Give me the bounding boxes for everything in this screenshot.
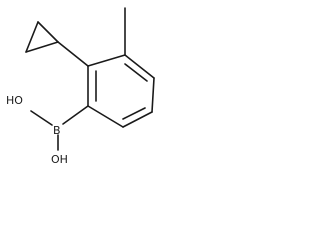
b-o-upper-bond bbox=[30, 110, 53, 126]
chemical-structure: B HO OH bbox=[6, 7, 155, 166]
cyclopropyl-bond-back bbox=[25, 21, 39, 53]
cyclopropyl-bond-left bbox=[25, 41, 59, 53]
ring-bond-c3-c4 bbox=[151, 77, 155, 113]
ring-bond-c5-c6 bbox=[87, 105, 124, 128]
ring-bond-c1-c2 bbox=[87, 54, 126, 67]
ring-double-bond-c4-c5 bbox=[122, 107, 146, 120]
boron-label: B bbox=[53, 124, 61, 137]
cyclopropyl-bond-top bbox=[37, 21, 59, 43]
cyclopropyl-group bbox=[25, 21, 89, 67]
ring-bond-c4-c5 bbox=[122, 111, 153, 128]
boronic-acid-group: B HO OH bbox=[6, 94, 89, 166]
benzene-ring bbox=[87, 54, 155, 128]
cyclopropyl-attach-bond bbox=[57, 41, 89, 67]
ring-bond-c2-c3 bbox=[124, 54, 155, 79]
hydroxyl-upper-label: HO bbox=[6, 94, 23, 107]
hydroxyl-lower-label: OH bbox=[51, 153, 68, 166]
c-b-bond bbox=[62, 105, 89, 125]
ring-double-bond-c2-c3 bbox=[124, 63, 148, 82]
